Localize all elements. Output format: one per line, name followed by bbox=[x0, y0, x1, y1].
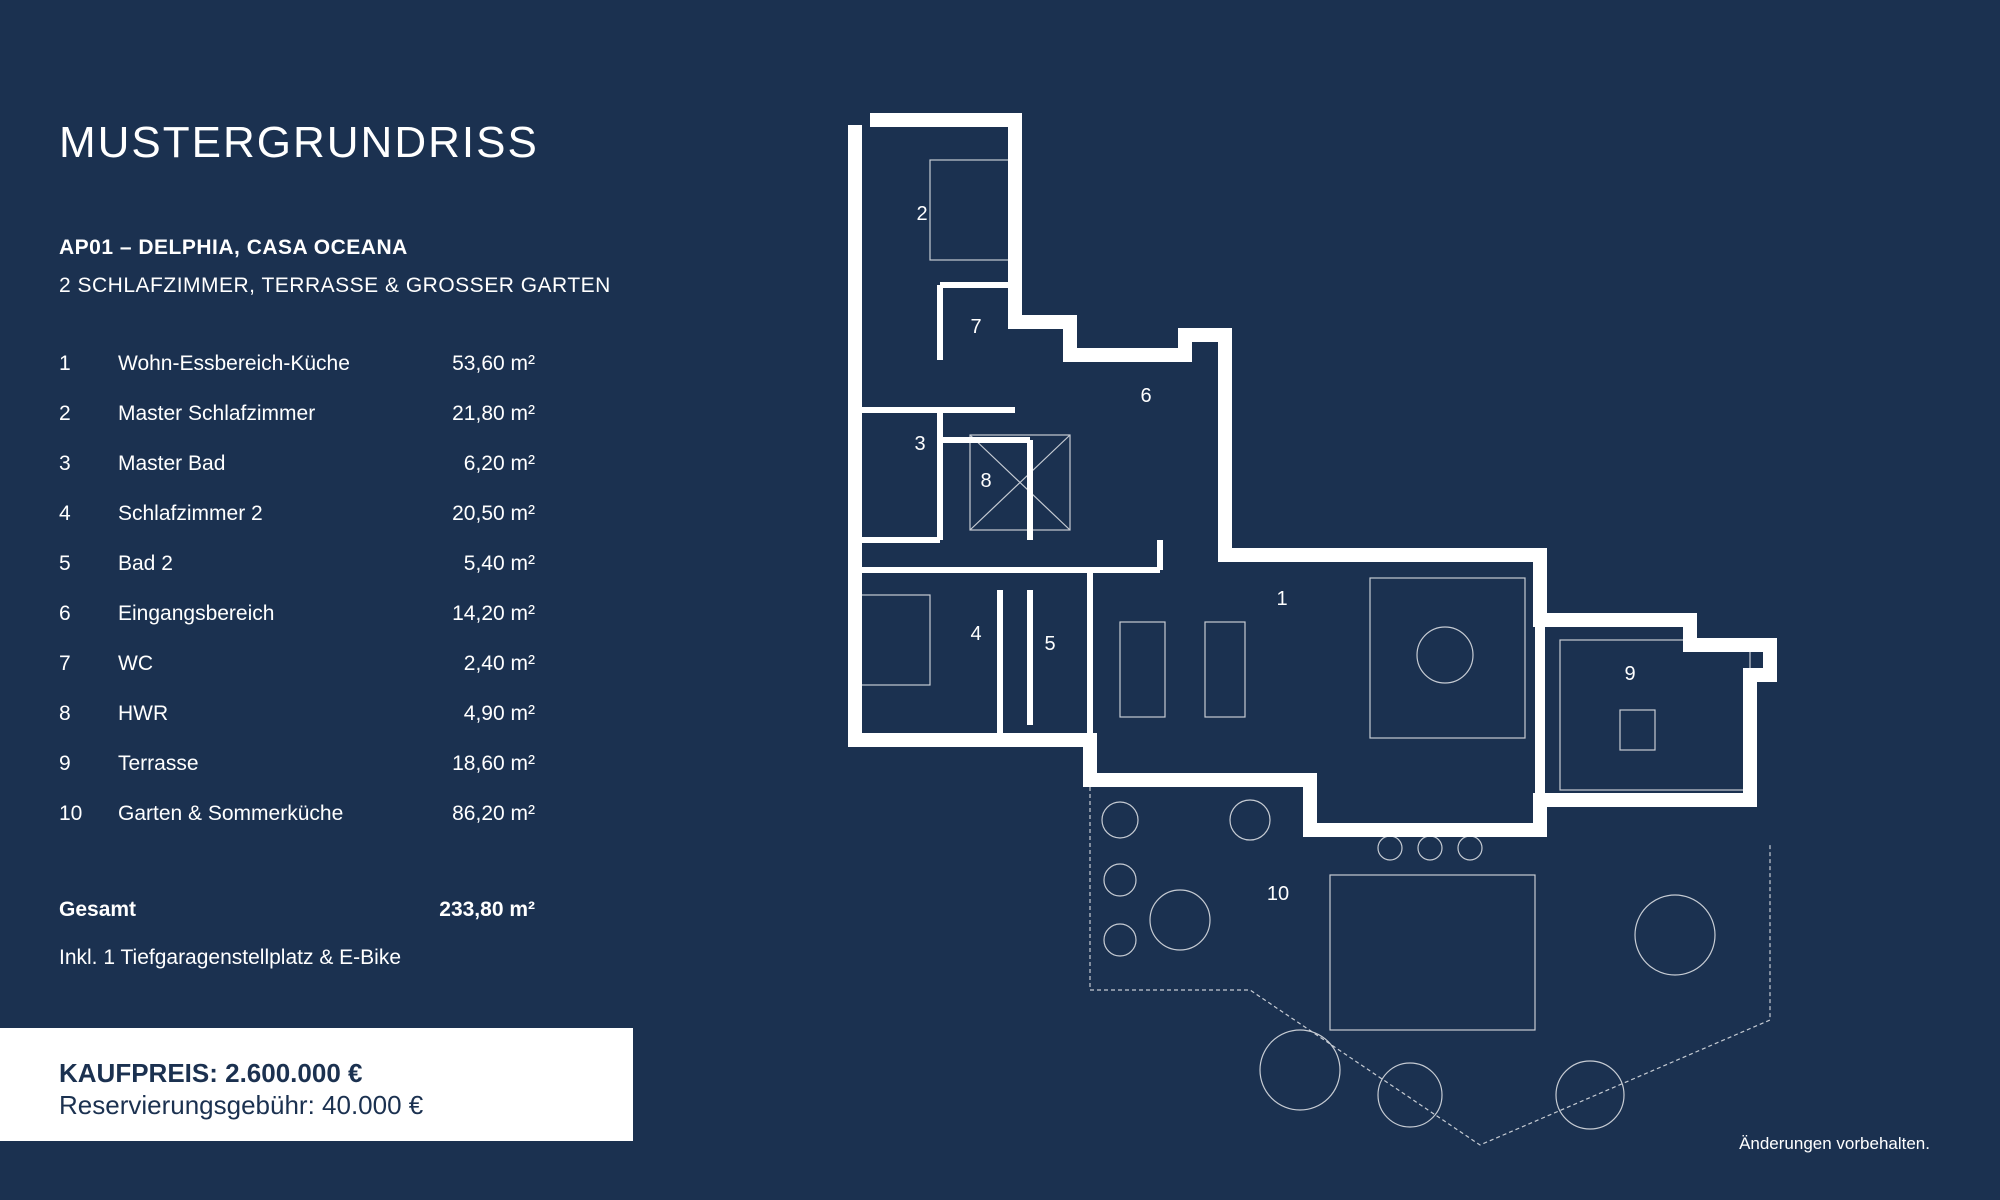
terrace-floor bbox=[1559, 639, 1751, 791]
plant bbox=[1417, 835, 1443, 861]
outer-wall bbox=[848, 113, 1777, 837]
plant bbox=[1101, 801, 1139, 839]
room-number: 6 bbox=[59, 602, 71, 625]
garden-boundary bbox=[1089, 780, 1771, 1146]
plant bbox=[1555, 1060, 1625, 1130]
room-name: Eingangsbereich bbox=[118, 602, 275, 625]
room-area: 20,50 m² bbox=[452, 502, 535, 525]
coffee-table bbox=[1416, 626, 1474, 684]
hwr-unit bbox=[969, 434, 1071, 531]
room-area: 2,40 m² bbox=[463, 652, 535, 675]
room-row: 6 Eingangsbereich 14,20 m² bbox=[59, 602, 535, 652]
plant bbox=[1457, 835, 1483, 861]
purchase-price: KAUFPREIS: 2.600.000 € bbox=[59, 1058, 363, 1088]
room-number: 3 bbox=[59, 452, 71, 475]
room-area: 21,80 m² bbox=[452, 402, 535, 425]
apartment-description: 2 SCHLAFZIMMER, TERRASSE & GROSSER GARTE… bbox=[59, 274, 611, 297]
parking-note: Inkl. 1 Tiefgaragenstellplatz & E-Bike bbox=[59, 946, 402, 969]
sofa bbox=[1369, 577, 1526, 739]
plan-label-5: 5 bbox=[1044, 633, 1055, 655]
room-name: Schlafzimmer 2 bbox=[118, 502, 263, 525]
room-name: Wohn-Essbereich-Küche bbox=[118, 352, 350, 375]
plant bbox=[1103, 863, 1137, 897]
room-row: 4 Schlafzimmer 2 20,50 m² bbox=[59, 502, 535, 552]
total-value: 233,80 m² bbox=[439, 898, 535, 921]
price-box: KAUFPREIS: 2.600.000 € Reservierungsgebü… bbox=[0, 1028, 633, 1141]
room-name: Terrasse bbox=[118, 752, 199, 775]
plan-label-10: 10 bbox=[1267, 883, 1289, 905]
room-name: Garten & Sommerküche bbox=[118, 802, 344, 825]
room-number: 10 bbox=[59, 802, 83, 825]
room-number: 1 bbox=[59, 352, 71, 375]
floor-plan: 1 2 3 4 5 6 7 8 9 10 bbox=[848, 113, 1777, 1146]
room-row: 3 Master Bad 6,20 m² bbox=[59, 452, 535, 502]
room-area: 18,60 m² bbox=[452, 752, 535, 775]
plant bbox=[1103, 923, 1137, 957]
room-row: 5 Bad 2 5,40 m² bbox=[59, 552, 535, 602]
plant bbox=[1259, 1029, 1341, 1111]
room-row: 1 Wohn-Essbereich-Küche 53,60 m² bbox=[59, 352, 535, 402]
hot-tub bbox=[1634, 894, 1716, 976]
room-number: 9 bbox=[59, 752, 71, 775]
room-number: 8 bbox=[59, 702, 71, 725]
room-row: 8 HWR 4,90 m² bbox=[59, 702, 535, 752]
plan-label-9: 9 bbox=[1624, 663, 1635, 685]
room-row: 7 WC 2,40 m² bbox=[59, 652, 535, 702]
plant bbox=[1377, 835, 1403, 861]
page-title: MUSTERGRUNDRISS bbox=[59, 118, 539, 167]
total-row: Gesamt 233,80 m² bbox=[59, 898, 535, 928]
room-number: 4 bbox=[59, 502, 71, 525]
room-list: 1 Wohn-Essbereich-Küche 53,60 m² 2 Maste… bbox=[59, 352, 535, 852]
bed-master bbox=[929, 159, 1011, 261]
room-area: 86,20 m² bbox=[452, 802, 535, 825]
plant bbox=[1377, 1062, 1443, 1128]
kitchen-island bbox=[1119, 621, 1166, 718]
plan-label-8: 8 bbox=[980, 470, 991, 492]
room-name: HWR bbox=[118, 702, 169, 725]
room-name: Master Schlafzimmer bbox=[118, 402, 316, 425]
total-label: Gesamt bbox=[59, 898, 137, 921]
room-name: Bad 2 bbox=[118, 552, 173, 575]
room-row: 10 Garten & Sommerküche 86,20 m² bbox=[59, 802, 535, 852]
room-number: 2 bbox=[59, 402, 71, 425]
plan-label-6: 6 bbox=[1140, 385, 1151, 407]
room-name: WC bbox=[118, 652, 153, 675]
plan-label-2: 2 bbox=[916, 203, 927, 225]
room-name: Master Bad bbox=[118, 452, 226, 475]
disclaimer: Änderungen vorbehalten. bbox=[1739, 1134, 1930, 1153]
room-area: 53,60 m² bbox=[452, 352, 535, 375]
plan-label-3: 3 bbox=[914, 433, 925, 455]
room-row: 2 Master Schlafzimmer 21,80 m² bbox=[59, 402, 535, 452]
pergola bbox=[1329, 874, 1536, 1031]
dining-table bbox=[1204, 621, 1246, 718]
bed-2 bbox=[859, 594, 931, 686]
plan-label-4: 4 bbox=[970, 623, 981, 645]
apartment-name: AP01 – DELPHIA, CASA OCEANA bbox=[59, 236, 408, 259]
plan-label-1: 1 bbox=[1276, 588, 1287, 610]
room-number: 7 bbox=[59, 652, 71, 675]
room-row: 9 Terrasse 18,60 m² bbox=[59, 752, 535, 802]
plant bbox=[1149, 889, 1211, 951]
room-area: 6,20 m² bbox=[463, 452, 535, 475]
room-area: 4,90 m² bbox=[463, 702, 535, 725]
room-number: 5 bbox=[59, 552, 71, 575]
plant bbox=[1229, 799, 1271, 841]
terrace-table bbox=[1619, 709, 1656, 751]
plan-label-7: 7 bbox=[970, 316, 981, 338]
interior-wall bbox=[855, 282, 1163, 740]
reservation-fee: Reservierungsgebühr: 40.000 € bbox=[59, 1090, 424, 1120]
room-area: 14,20 m² bbox=[452, 602, 535, 625]
room-area: 5,40 m² bbox=[463, 552, 535, 575]
